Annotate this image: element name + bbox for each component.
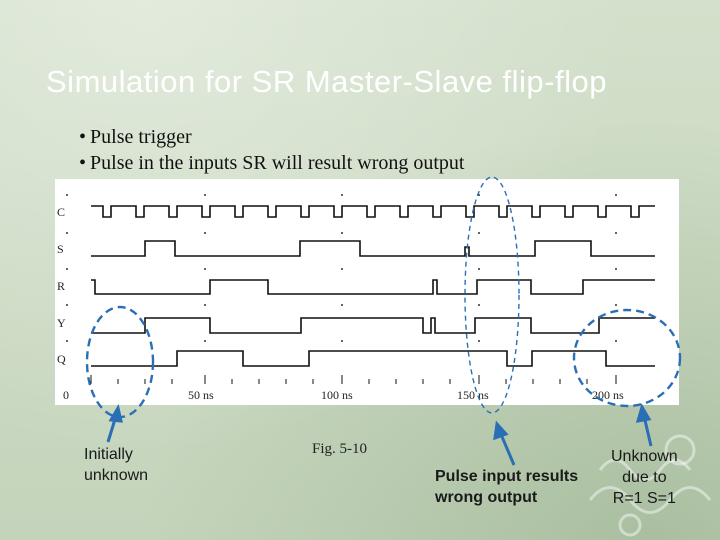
bullet-wrong-output: Pulse in the inputs SR will result wrong… [79, 150, 464, 176]
callout-unknown-line-2: due to [622, 469, 667, 486]
slide-title: Simulation for SR Master-Slave flip-flop [46, 64, 607, 99]
waveform-r [91, 279, 655, 295]
timing-diagram: C S R Y Q [55, 179, 679, 405]
callout-initial-line-1: Initially [84, 446, 133, 463]
callout-pulse-line-1: Pulse input results [435, 468, 579, 485]
callout-unknown-line-3: R=1 S=1 [612, 490, 676, 507]
callout-pulse-wrong-output: Pulse input results wrong output [435, 466, 578, 508]
bullet-pulse-trigger: Pulse trigger [79, 124, 464, 150]
axis-label-100ns: 100 ns [321, 388, 353, 402]
waveform-q [91, 350, 655, 367]
callout-initially-unknown: Initially unknown [84, 444, 148, 486]
unknown-arrow [642, 415, 653, 447]
signal-label-r: R [57, 279, 65, 293]
axis-label-150ns: 150 ns [457, 388, 489, 402]
axis-label-50ns: 50 ns [188, 388, 214, 402]
pulse-arrow [498, 431, 516, 466]
figure-caption: Fig. 5-10 [312, 441, 368, 457]
callout-pulse-line-2: wrong output [435, 489, 538, 506]
axis-label-zero: 0 [63, 388, 69, 402]
signal-label-s: S [57, 242, 64, 256]
callout-unknown-line-1: Unknown [611, 448, 678, 465]
initial-arrow [106, 415, 118, 443]
waveform-s [91, 240, 655, 257]
timing-diagram-svg: C S R Y Q [57, 194, 655, 402]
signal-label-y: Y [57, 316, 66, 330]
signal-label-q: Q [57, 352, 66, 366]
axis-label-200ns: 200 ns [592, 388, 624, 402]
unknown-arrowhead [635, 403, 652, 423]
callout-initial-line-2: unknown [84, 467, 149, 484]
initial-arrowhead [108, 403, 123, 423]
time-axis [90, 375, 617, 384]
pulse-arrowhead [493, 420, 509, 441]
signal-label-c: C [57, 205, 65, 219]
waveform-y [91, 317, 655, 334]
bullet-list: Pulse trigger Pulse in the inputs SR wil… [79, 124, 464, 176]
callout-unknown-state: Unknown due to R=1 S=1 [611, 446, 678, 509]
waveform-c [91, 205, 655, 218]
